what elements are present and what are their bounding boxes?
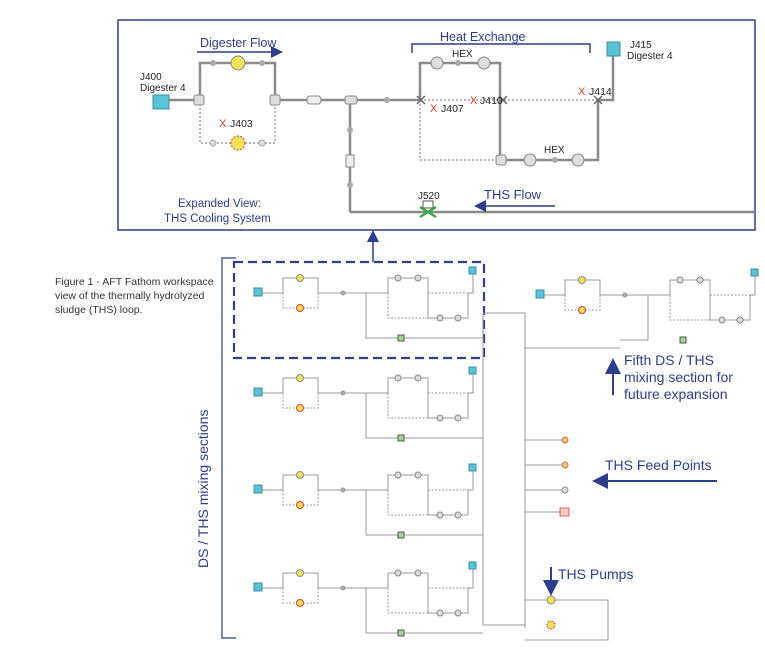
node-icon [259,60,265,66]
j415-label: J415 [630,40,652,51]
node-icon [455,60,461,66]
node-icon [552,157,558,163]
heat-exchanger-icon[interactable] [571,153,585,167]
digester-flow-label: Digester Flow [200,36,277,50]
expanded-view-frame [117,19,756,231]
expanded-view-title: Expanded View: [178,198,261,210]
feed-point-nodes [559,436,570,517]
mini-workspace [253,266,759,637]
pumps-annotation: THS Pumps [558,566,634,582]
node-icon [209,139,217,147]
j400-label: J400 [140,72,162,83]
mixing-sections-bracket [221,257,236,639]
node-icon [258,139,266,147]
node-icon [384,97,390,103]
heat-exchange-label: Heat Exchange [440,30,526,44]
ths-pump-icon[interactable] [546,595,556,605]
valve-j414-icon[interactable] [593,95,603,105]
j410-label: J410 [480,95,503,107]
feed-points-annotation: THS Feed Points [605,457,712,473]
digester-tank-right-icon[interactable] [606,41,621,57]
fifth-section-line1: Fifth DS / THS [624,352,714,368]
tee-fitting-icon [344,95,358,105]
heat-exchanger-icon[interactable] [523,153,537,167]
ths-flow-label: THS Flow [484,187,542,202]
node-icon [347,127,353,133]
collector-pipes [482,312,620,641]
j414-x-mark: X [578,86,586,98]
hex-bottom-label: HEX [544,145,565,156]
j407-x-mark: X [430,103,438,115]
j407-label: J407 [441,103,464,115]
digester-tank-left-icon[interactable] [152,94,170,110]
fifth-section-line2: mixing section for [624,369,733,385]
fifth-section-annotation: Fifth DS / THS mixing section for future… [624,352,733,403]
valve-j410-icon[interactable] [498,95,508,105]
j520-label: J520 [418,191,440,202]
node-icon [210,60,216,66]
digester4-right-label: Digester 4 [627,51,673,62]
j414-label: J414 [589,86,612,98]
selection-dashed-box [232,260,486,360]
tee-fitting-icon [269,94,281,106]
pump-failed-icon[interactable] [230,135,246,151]
node-icon [347,182,353,188]
mixing-sections-label: DS / THS mixing sections [195,410,211,568]
j403-x-mark: X [219,118,227,130]
valve-j520-icon[interactable] [419,205,437,219]
fifth-section-line3: future expansion [624,386,728,402]
hex-top-label: HEX [452,49,473,60]
figure-caption: Figure 1 - AFT Fathom workspace view of … [55,276,214,316]
meter-icon [306,95,322,105]
j403-label: J403 [230,118,253,130]
valve-j407-icon[interactable] [416,95,426,105]
tee-fitting-icon [193,94,205,106]
valve-icon [345,154,355,168]
ths-pump-icon[interactable] [546,620,556,630]
heat-exchange-bracket [411,43,591,53]
heat-exchanger-icon[interactable] [477,56,491,70]
pump-icon[interactable] [230,55,246,71]
heat-exchanger-icon[interactable] [430,56,444,70]
tee-fitting-icon [495,154,507,166]
j410-x-mark: X [470,95,478,107]
digester4-left-label: Digester 4 [140,83,186,94]
expanded-view-subtitle: THS Cooling System [164,213,271,225]
